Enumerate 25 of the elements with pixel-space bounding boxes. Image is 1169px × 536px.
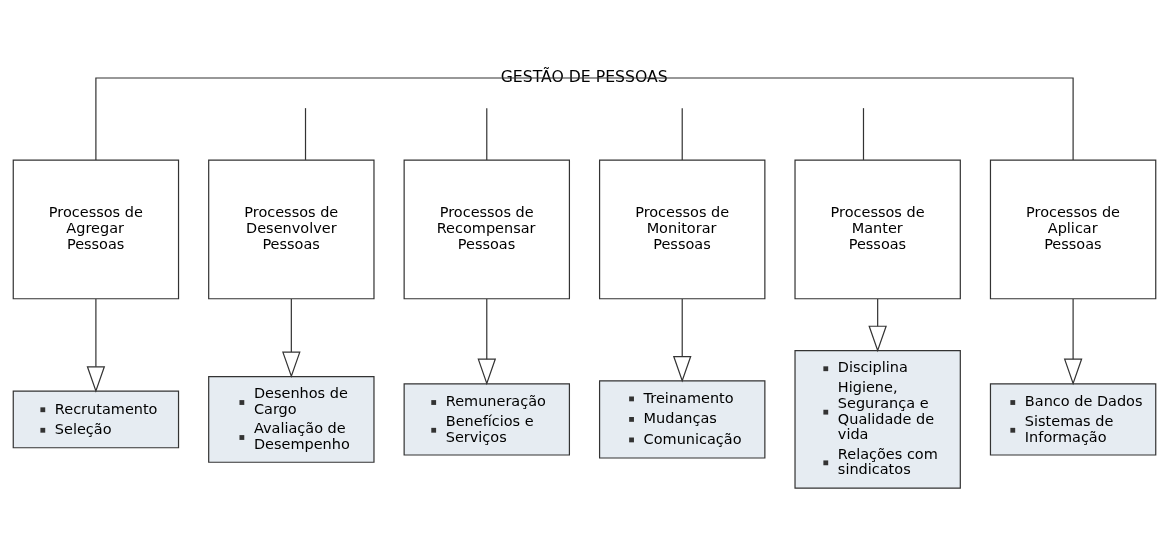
node-box: Processos de Aplicar Pessoas <box>989 159 1157 300</box>
node-box: Banco de Dados Sistemas de Informação <box>989 383 1157 456</box>
connector <box>304 107 307 161</box>
node-box: Processos de Manter Pessoas <box>794 159 961 300</box>
node-box: Treinamento Mudanças Comunicação <box>598 380 766 459</box>
node-box: Processos de Monitorar Pessoas <box>598 159 766 300</box>
node-box: Disciplina Higiene, Segurança e Qualidade de vida Relações com sindicatos <box>794 350 961 489</box>
node-box: Desenhos de Cargo Avaliação de Desempenho <box>208 375 375 463</box>
node-text: GESTÃO DE PESSOAS <box>500 67 668 87</box>
arrow <box>282 298 301 379</box>
arrow <box>1063 298 1083 386</box>
node-box: Processos de Agregar Pessoas <box>12 159 180 300</box>
connector <box>583 77 1074 161</box>
connector <box>95 77 586 161</box>
node-box: Processos de Recompensar Pessoas <box>403 159 571 300</box>
connector <box>681 107 683 161</box>
arrow <box>477 298 497 386</box>
node-box: Recrutamento Seleção <box>12 390 180 449</box>
arrow <box>868 298 887 353</box>
connector <box>862 107 865 161</box>
node-box: Remuneração Benefícios e Serviços <box>403 383 571 456</box>
arrow <box>672 298 692 383</box>
node-box: Processos de Desenvolver Pessoas <box>208 159 375 300</box>
arrow <box>86 298 106 393</box>
connector <box>486 107 488 161</box>
